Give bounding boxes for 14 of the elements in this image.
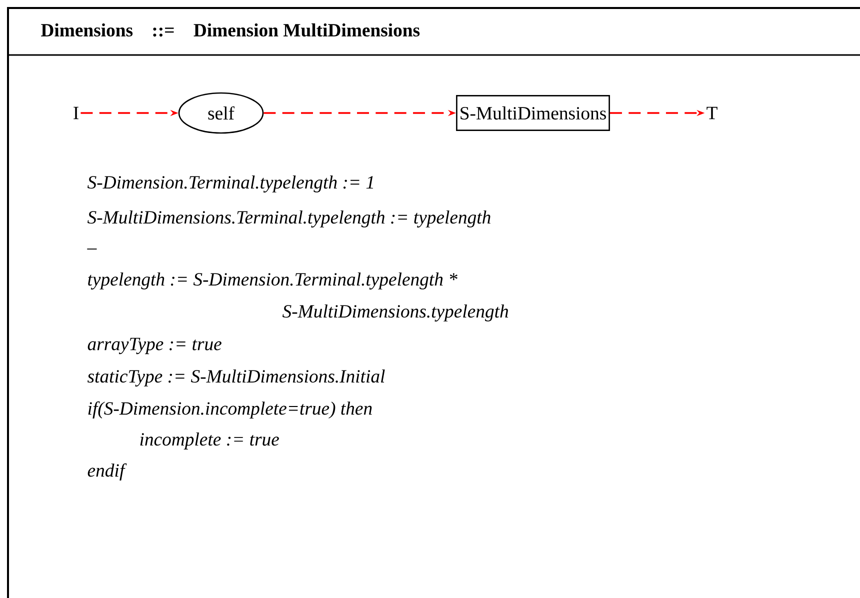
rule-text: S-MultiDimensions.Terminal.typelength := typelength	[87, 210, 490, 228]
rule-text: if(S-Dimension.incomplete=true) then	[88, 401, 372, 419]
rule-text: –	[87, 248, 97, 250]
rule-text: arrayType := true	[88, 338, 222, 354]
rule-text: S-MultiDimensions.typelength	[282, 304, 508, 322]
title: Dimensions ::= Dimension MultiDimensions	[41, 23, 420, 37]
component-box: S-MultiDimensions	[456, 95, 610, 131]
rule-text: endif	[88, 463, 127, 481]
rule-text: typelength := S-Dimension.Terminal.typelength *	[88, 272, 458, 290]
terminal-label: I	[74, 106, 78, 120]
rule-text: incomplete := true	[140, 432, 279, 450]
rule-text: S-Dimension.Terminal.typelength := 1	[87, 176, 374, 192]
terminal-label: T	[706, 106, 718, 120]
rule-text: staticType := S-MultiDimensions.Initial	[88, 370, 385, 386]
